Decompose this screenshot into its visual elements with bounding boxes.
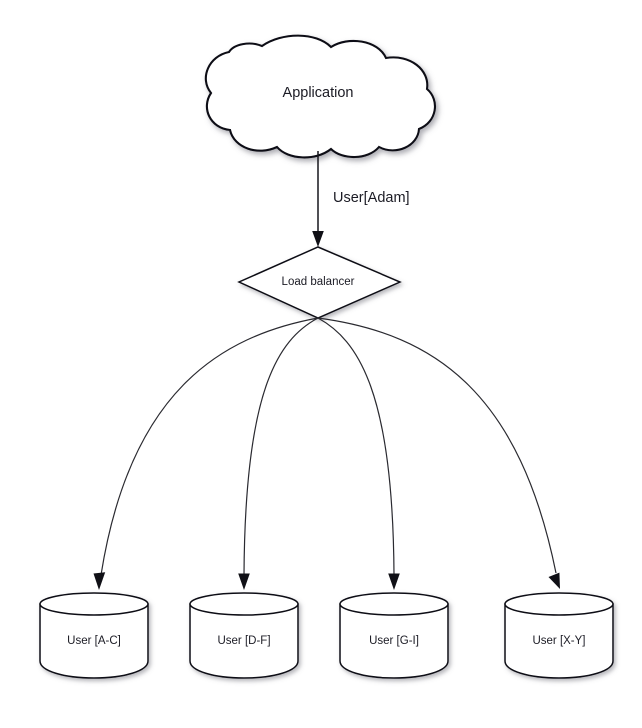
cylinder-body-2: [189, 592, 299, 679]
node-database-2[interactable]: User [D-F]: [189, 592, 299, 679]
edge-curve-lb-to-db-3: [317, 317, 395, 576]
node-database-1[interactable]: User [A-C]: [39, 592, 149, 679]
edge-lb-to-db-1[interactable]: [93, 317, 319, 590]
cylinder-body-4: [504, 592, 614, 679]
cloud-shape: [204, 34, 436, 159]
node-database-3[interactable]: User [G-I]: [339, 592, 449, 679]
node-application-cloud[interactable]: Application: [204, 34, 436, 159]
cylinder-body-3: [339, 592, 449, 679]
database-4-label: User [X-Y]: [532, 635, 585, 647]
edge-curve-lb-to-db-2: [243, 317, 319, 576]
arrow-head-lb-to-db-3: [388, 573, 400, 590]
node-load-balancer[interactable]: Load balancer: [237, 246, 402, 319]
load-balancer-label: Load balancer: [282, 276, 355, 288]
arrow-head-lb-to-db-1: [93, 572, 106, 590]
edge-curve-lb-to-db-1: [100, 317, 319, 576]
cylinder-body-1: [39, 592, 149, 679]
edge-label-user-adam: User[Adam]: [333, 190, 410, 206]
arrow-head-lb-to-db-2: [238, 573, 250, 590]
database-1-label: User [A-C]: [67, 635, 121, 647]
arrow-head-lb-to-db-4: [548, 572, 560, 589]
edge-lb-to-db-2[interactable]: [238, 317, 319, 590]
edge-lb-to-db-4[interactable]: [317, 317, 560, 589]
arrow-head-app-to-lb: [312, 231, 324, 247]
database-2-label: User [D-F]: [217, 635, 270, 647]
database-3-label: User [G-I]: [369, 635, 419, 647]
cloud-label: Application: [283, 85, 354, 101]
edge-application-to-load-balancer[interactable]: User[Adam]: [312, 151, 410, 247]
edge-curve-lb-to-db-4: [317, 317, 557, 574]
edge-lb-to-db-3[interactable]: [317, 317, 400, 590]
node-database-4[interactable]: User [X-Y]: [504, 592, 614, 679]
